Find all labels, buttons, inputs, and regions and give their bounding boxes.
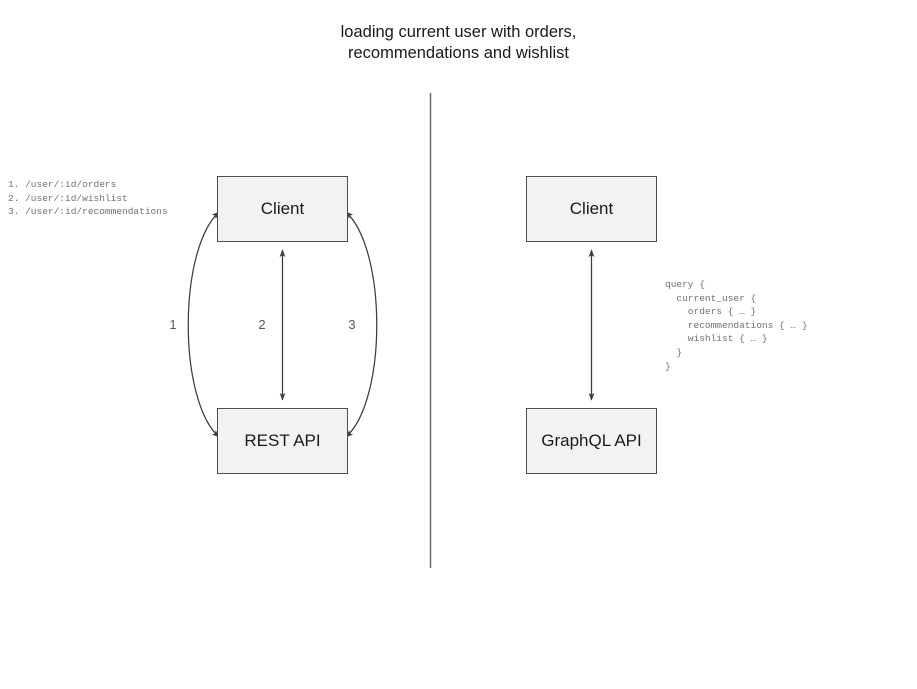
node-rest-api[interactable]: REST API	[217, 408, 348, 474]
edge-3-curve	[345, 211, 378, 438]
edge-label-3: 3	[348, 317, 356, 332]
edge-label-2: 2	[258, 317, 266, 332]
node-client-graphql[interactable]: Client	[526, 176, 657, 242]
edge-label-1: 1	[169, 317, 177, 332]
node-rest-api-label: REST API	[244, 431, 321, 450]
diagram-title: loading current user with orders, recomm…	[340, 23, 577, 62]
node-graphql-api[interactable]: GraphQL API	[526, 408, 657, 474]
graphql-query-block: query { current_user { orders { … } reco…	[665, 279, 808, 372]
node-client-rest[interactable]: Client	[217, 176, 348, 242]
rest-endpoint-list: 1. /user/:id/orders 2. /user/:id/wishlis…	[8, 179, 168, 218]
edge-1-curve	[187, 211, 220, 438]
node-client-rest-label: Client	[260, 199, 305, 218]
node-graphql-api-label: GraphQL API	[541, 431, 642, 450]
node-client-graphql-label: Client	[569, 199, 614, 218]
